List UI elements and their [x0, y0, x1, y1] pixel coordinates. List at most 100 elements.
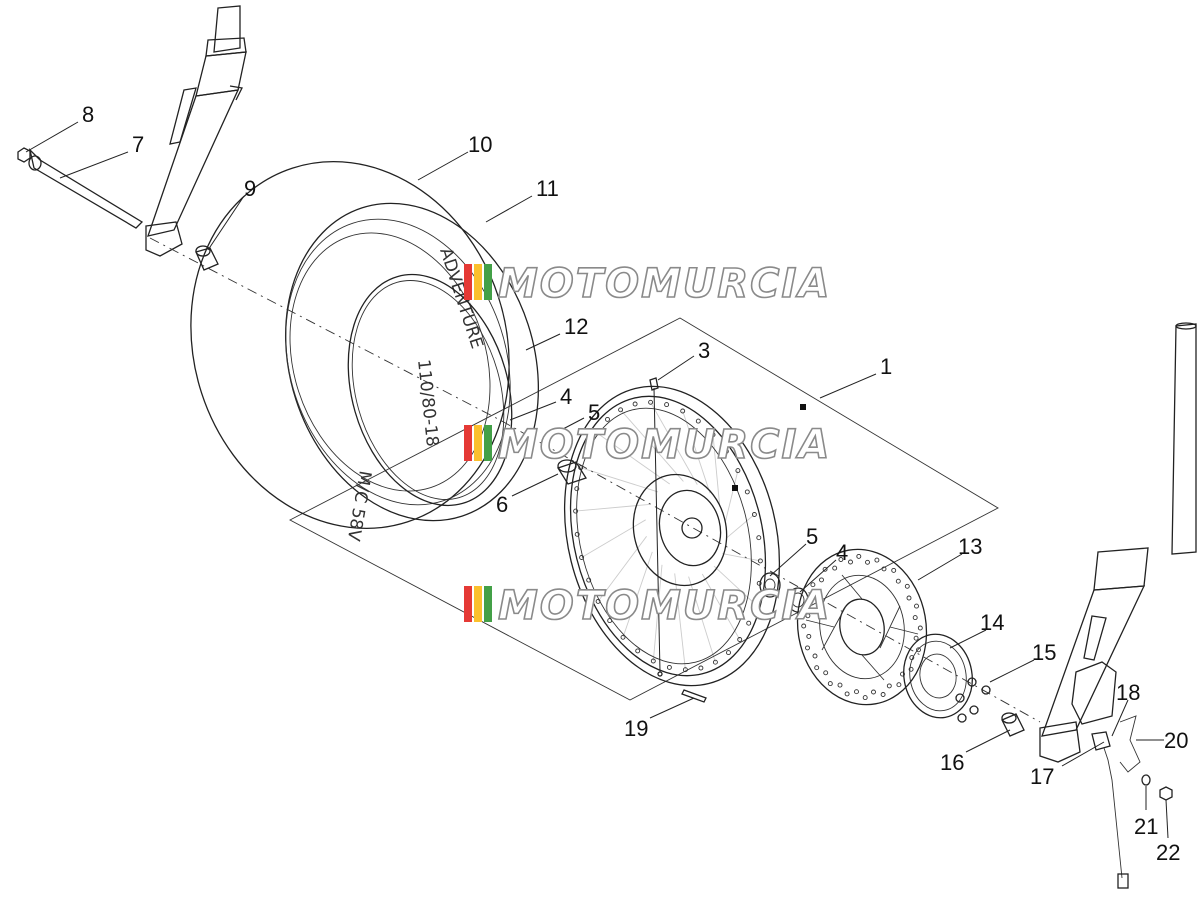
spoke-hole	[573, 508, 579, 514]
disc-hole	[908, 666, 914, 672]
spoke-hole	[650, 658, 656, 664]
tyre: ADVENTURE 110/80-18 M/C 58V	[190, 161, 540, 543]
spoke-hole	[620, 634, 626, 640]
watermark-middle: MOTOMURCIA	[464, 421, 831, 469]
callout-10: 10	[468, 132, 492, 157]
wheel-bearing	[759, 572, 781, 598]
disc-hole	[862, 695, 868, 701]
disc-hole	[823, 670, 829, 676]
callout-labels: 1 3 4 5 6 5 4 7 8 9 10 11 12 13 14 15 16…	[82, 102, 1188, 865]
callout-16: 16	[940, 750, 964, 775]
watermark-flag-red	[464, 586, 472, 622]
callout-3: 3	[698, 338, 710, 363]
callout-17: 17	[1030, 764, 1054, 789]
disc-hole	[812, 653, 818, 659]
spoke-hole	[605, 416, 610, 422]
axle-nut	[17, 147, 31, 163]
spoke-hole	[682, 667, 688, 673]
disc-hole	[880, 692, 886, 697]
front-axle	[28, 147, 144, 229]
callout-4-right: 4	[836, 540, 848, 565]
spoke	[596, 432, 670, 485]
watermark-text: MOTOMURCIA	[498, 422, 831, 468]
marker-square	[732, 485, 738, 491]
disc-hole	[871, 689, 876, 695]
wheel-spacer	[557, 459, 587, 485]
spoke-hole	[595, 598, 601, 604]
washer	[1141, 774, 1151, 786]
callout-5-right: 5	[806, 524, 818, 549]
spoke-hole	[698, 665, 704, 671]
disc-hole	[900, 671, 905, 677]
disc-hole	[854, 689, 859, 695]
spoke-hole	[695, 418, 701, 424]
callout-21: 21	[1134, 814, 1158, 839]
disc-hole	[805, 645, 810, 651]
spoke	[581, 519, 646, 558]
callout-8: 8	[82, 102, 94, 127]
disc-hole	[832, 565, 838, 571]
disc-hole	[838, 557, 844, 562]
watermark-flag-yellow	[474, 264, 482, 300]
spoke-hole	[648, 399, 654, 405]
spoke-hole	[593, 430, 599, 435]
watermark-bottom: MOTOMURCIA	[464, 582, 831, 630]
spoke-hole	[666, 664, 672, 670]
spoke	[580, 467, 659, 493]
spoke-hole	[607, 618, 613, 624]
disc-screws	[955, 677, 991, 723]
assembly-frame	[289, 317, 999, 701]
spoke	[622, 551, 653, 638]
left-fork-leg	[145, 5, 247, 257]
disc-hole	[886, 683, 892, 689]
disc-hole	[895, 578, 901, 584]
callout-7: 7	[132, 132, 144, 157]
callout-5-left: 5	[588, 400, 600, 425]
callout-15: 15	[1032, 640, 1056, 665]
disc-hole	[906, 595, 912, 601]
right-fork-leg	[1039, 322, 1197, 763]
spoke-hole	[618, 407, 624, 413]
watermark-top: MOTOMURCIA	[464, 260, 831, 308]
spoke	[726, 514, 755, 539]
disc-hole	[809, 593, 815, 599]
disc-hole	[913, 635, 919, 641]
callout-12: 12	[564, 314, 588, 339]
disc-hole	[803, 601, 808, 607]
spoke-hole	[574, 486, 580, 492]
callout-20: 20	[1164, 728, 1188, 753]
spoke	[712, 434, 721, 507]
rim-pin	[681, 689, 707, 703]
disc-hole	[810, 582, 816, 588]
marker-square	[800, 404, 806, 410]
disc-hole	[914, 603, 919, 609]
abs-tone-ring	[903, 633, 973, 719]
spoke-hole	[723, 448, 729, 454]
disc-hole	[801, 623, 807, 629]
disc-hole	[917, 625, 923, 631]
wheel-rim	[563, 385, 781, 687]
watermark-flag-red	[464, 425, 472, 461]
watermark-text: MOTOMURCIA	[498, 583, 831, 629]
disc-hole	[881, 566, 887, 572]
disc-hole	[916, 647, 921, 653]
callout-11: 11	[536, 176, 559, 201]
watermark-flag-yellow	[474, 586, 482, 622]
spoke-hole	[744, 489, 750, 495]
spoke	[724, 470, 739, 522]
spoke-nipple	[649, 377, 663, 677]
spoke	[650, 402, 698, 485]
spoke-hole	[586, 577, 592, 583]
spoke-hole	[752, 601, 758, 607]
sensor-clip	[1119, 715, 1141, 773]
watermark-text: MOTOMURCIA	[498, 261, 831, 307]
disc-hole	[856, 553, 862, 559]
callout-22: 22	[1156, 840, 1180, 865]
spoke-hole	[751, 512, 757, 517]
disc-holes	[801, 553, 923, 701]
tyre-marking-load: M/C 58V	[343, 469, 375, 543]
tyre-marking-size: 110/80-18	[413, 358, 442, 447]
disc-hole	[865, 559, 870, 565]
callout-9: 9	[244, 176, 256, 201]
disc-hole	[904, 583, 910, 589]
